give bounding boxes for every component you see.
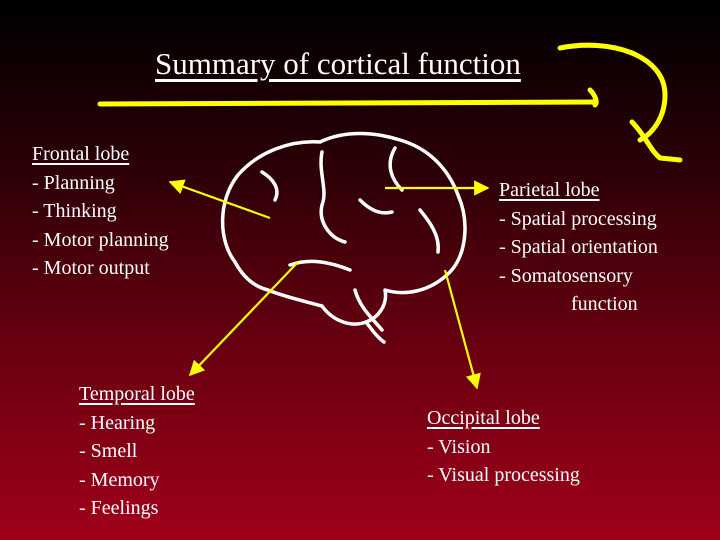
occipital-lobe-item: - Vision: [427, 435, 491, 458]
frontal-lobe-item: - Thinking: [32, 200, 117, 223]
brain-outline-icon: [220, 131, 467, 344]
frontal-lobe-item: - Motor output: [32, 257, 150, 280]
frontal-lobe-heading: Frontal lobe: [32, 143, 130, 165]
temporal-lobe-item: - Smell: [79, 440, 138, 463]
parietal-lobe-item: - Somatosensory: [499, 264, 633, 287]
temporal-lobe-item: - Memory: [79, 468, 160, 491]
arrow-icon: [168, 179, 271, 220]
frontal-lobe-block: Frontal lobe - Planning - Thinking - Mot…: [32, 140, 169, 283]
parietal-lobe-item: - Spatial orientation: [499, 236, 658, 259]
arrow-icon: [188, 261, 299, 377]
parietal-lobe-item: - Spatial processing: [499, 207, 657, 230]
occipital-lobe-heading: Occipital lobe: [427, 407, 540, 429]
occipital-lobe-block: Occipital lobe - Vision - Visual process…: [427, 404, 580, 490]
temporal-lobe-block: Temporal lobe - Hearing - Smell - Memory…: [79, 380, 195, 523]
occipital-lobe-item: - Visual processing: [427, 464, 580, 487]
temporal-lobe-heading: Temporal lobe: [79, 383, 195, 405]
parietal-lobe-block: Parietal lobe - Spatial processing - Spa…: [499, 176, 658, 319]
parietal-lobe-item: function: [571, 293, 638, 316]
temporal-lobe-item: - Hearing: [79, 411, 156, 434]
arrow-icon: [443, 269, 481, 390]
frontal-lobe-item: - Motor planning: [32, 228, 169, 251]
temporal-lobe-item: - Feelings: [79, 497, 159, 520]
parietal-lobe-heading: Parietal lobe: [499, 179, 600, 201]
title-underline-bar: [97, 42, 683, 163]
frontal-lobe-item: - Planning: [32, 171, 115, 194]
slide-title: Summary of cortical function: [155, 46, 521, 81]
